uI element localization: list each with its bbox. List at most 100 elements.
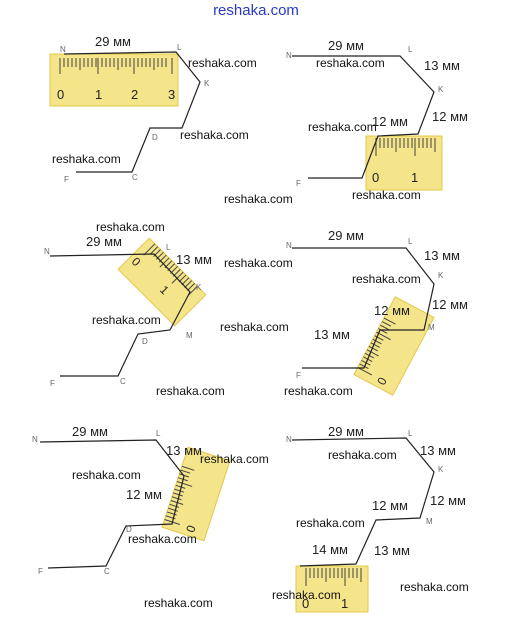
broken-line [63,51,201,173]
point-label: K [438,85,444,94]
segment-label: 29 мм [72,424,108,439]
broken-line [292,55,435,179]
segment-label: 12 мм [374,303,410,318]
point-label: L [408,237,413,246]
point-label: D [126,525,132,534]
point-label: N [286,435,292,444]
point-label: L [177,43,182,52]
point-label: F [296,179,301,188]
broken-line [291,437,435,567]
point-label: N [60,45,66,54]
ruler-ticks [305,568,362,586]
point-label: K [204,79,210,88]
watermark: reshaka.com [308,120,377,134]
watermark: reshaka.com [400,580,469,594]
segment-label: 29 мм [328,424,364,439]
watermark: reshaka.com [316,56,385,70]
point-label: C [132,173,138,182]
point-label: L [166,243,171,252]
segment-label: 12 мм [126,487,162,502]
panel-3: 0 1 29 мм 13 мм N L K M D C F [44,234,212,388]
watermark: reshaka.com [92,313,161,327]
ruler-number: 1 [411,170,418,185]
segment-label: 14 мм [312,542,348,557]
ruler-number: 0 [302,596,309,611]
broken-line [292,247,435,369]
watermark: reshaka.com [352,272,421,286]
watermark: reshaka.com [52,152,121,166]
panel-1: 0 1 2 3 29 мм N L K D C F [49,34,210,184]
segment-label: 12 мм [372,114,408,129]
point-label: F [50,379,55,388]
watermark: reshaka.com [200,452,269,466]
point-label: K [196,283,202,292]
segment-label: 13 мм [424,248,460,263]
segment-label: 29 мм [95,34,131,49]
panel-5: 0 29 мм 13 мм 12 мм N L D C F [32,424,231,576]
segment-label: 12 мм [432,109,468,124]
ruler-number: 3 [168,87,175,102]
point-label: L [408,429,413,438]
ruler-number: 0 [183,523,198,534]
ruler-ticks [59,58,173,74]
segment-label: 13 мм [314,327,350,342]
watermark: reshaka.com [128,532,197,546]
point-label: F [38,567,43,576]
ruler-number: 1 [95,87,102,102]
segment-label: 12 мм [372,498,408,513]
watermark: reshaka.com [156,384,225,398]
point-label: F [296,371,301,380]
point-label: C [104,567,110,576]
point-label: M [186,331,193,340]
watermark: reshaka.com [96,220,165,234]
ruler [49,53,179,107]
ruler-number: 2 [131,87,138,102]
point-label: N [286,241,292,250]
watermark: reshaka.com [224,256,293,270]
segment-label: 13 мм [176,252,212,267]
segment-label: 12 мм [432,297,468,312]
point-label: L [408,45,413,54]
point-label: K [438,271,444,280]
watermark: reshaka.com [72,468,141,482]
segment-label: 13 мм [374,543,410,558]
segment-label: 12 мм [430,493,466,508]
watermark: reshaka.com [328,448,397,462]
ruler-number: 0 [57,87,64,102]
ruler-ticks [375,138,436,156]
panel-6: 0 1 29 мм 13 мм 12 мм 12 мм 14 мм 13 мм … [286,424,466,613]
watermark: reshaka.com [188,56,257,70]
point-label: F [64,175,69,184]
panel-4: 0 29 мм 13 мм 12 мм 12 мм 13 мм N L K M … [286,228,468,396]
segment-label: 29 мм [328,38,364,53]
panel-2: 0 1 29 мм 13 мм 12 мм 12 мм N L K F [286,38,468,191]
point-label: N [44,247,50,256]
watermark: reshaka.com [224,192,293,206]
ruler-rotated: 0 [353,296,435,396]
watermark: reshaka.com [272,588,341,602]
ruler-number: 0 [372,170,379,185]
point-label: N [32,435,38,444]
ruler [161,446,231,542]
ruler [295,565,369,613]
point-label: L [156,429,161,438]
watermark: reshaka.com [220,320,289,334]
ruler-number: 1 [341,596,348,611]
broken-line [49,253,191,377]
point-label: D [152,133,158,142]
watermark: reshaka.com [144,596,213,610]
segment-label: 13 мм [166,443,202,458]
point-label: C [120,377,126,386]
watermark: reshaka.com [180,128,249,142]
point-label: M [428,323,435,332]
watermark: reshaka.com [284,384,353,398]
segment-label: 13 мм [424,58,460,73]
point-label: K [438,465,444,474]
site-title[interactable]: reshaka.com [213,2,299,19]
broken-line [39,439,185,569]
segment-label: 29 мм [86,234,122,249]
ruler-rotated: 0 [161,446,231,542]
point-label: D [142,337,148,346]
point-label: M [426,517,433,526]
